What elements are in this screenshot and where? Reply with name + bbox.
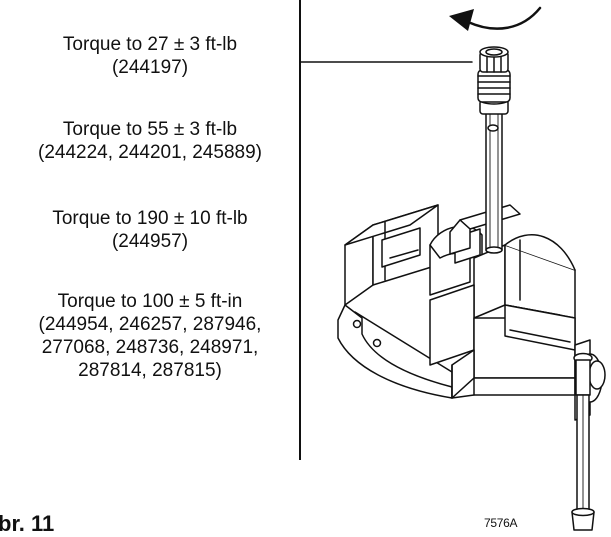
torque-spec-part-numbers: (244954, 246257, 287946, [38,314,262,335]
rotation-arrow-icon [449,6,542,31]
torque-spec-part-numbers: (244197) [111,57,189,78]
drawing-id: 7576A [484,516,518,530]
torque-spec-part-numbers: 277068, 248736, 248971, [41,337,259,358]
torque-spec-value: Torque to 27 ± 3 ft-lb [62,34,238,55]
divider-line [299,0,301,460]
torque-spec-55: Torque to 55 ± 3 ft-lb (244224, 244201, … [0,118,300,164]
torque-spec-value: Torque to 100 ± 5 ft-in [57,291,243,312]
torque-spec-27: Torque to 27 ± 3 ft-lb (244197) [0,33,300,79]
fitting-icon [477,46,511,254]
torque-spec-value: Torque to 55 ± 3 ft-lb [62,119,238,140]
torque-spec-part-numbers: (244957) [111,231,189,252]
torque-spec-part-numbers: 287814, 287815) [78,360,222,381]
figure-label: br. 11 [0,511,55,536]
torque-spec-190: Torque to 190 ± 10 ft-lb (244957) [0,207,300,253]
torque-spec-value: Torque to 190 ± 10 ft-lb [52,208,248,229]
torque-spec-100: Torque to 100 ± 5 ft-in (244954, 246257,… [0,290,300,382]
vise-icon [337,204,606,531]
torque-spec-part-numbers: (244224, 244201, 245889) [38,142,262,163]
